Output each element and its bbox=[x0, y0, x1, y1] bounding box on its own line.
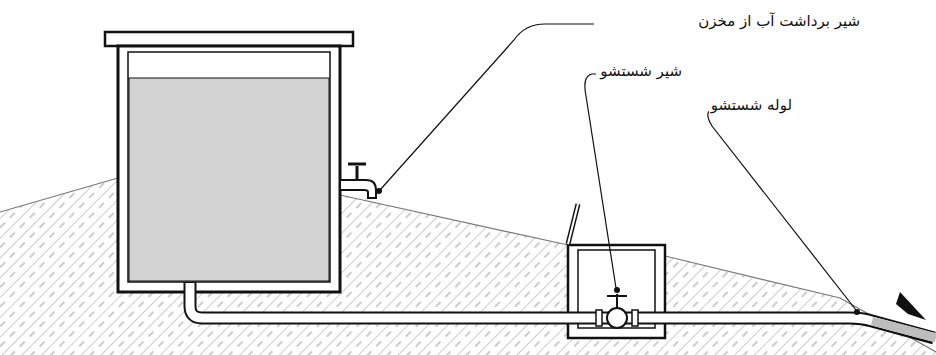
callout-label: شیر شستشو bbox=[598, 62, 684, 82]
leader-dot bbox=[854, 309, 860, 315]
callout-label: لوله شستشو bbox=[709, 96, 794, 116]
pit-lid bbox=[568, 204, 578, 244]
tank-wall bbox=[118, 46, 340, 292]
callout-label: شیر برداشت آب از مخزن bbox=[696, 12, 862, 32]
leader-dot bbox=[376, 188, 382, 194]
faucet-spout bbox=[340, 180, 376, 198]
valve-handle bbox=[607, 295, 627, 297]
pipe-outlet bbox=[872, 321, 936, 338]
water bbox=[129, 78, 329, 281]
flow-arrow bbox=[896, 292, 926, 320]
tank-roof bbox=[105, 32, 353, 46]
tank-inner bbox=[128, 52, 330, 282]
flush-pipe-outline bbox=[190, 282, 934, 338]
valve-flange bbox=[632, 310, 638, 326]
valve-flange bbox=[596, 310, 602, 326]
leader-line bbox=[585, 74, 616, 288]
pit-lid-inner bbox=[568, 204, 578, 244]
valve-body bbox=[607, 308, 627, 328]
flush-pipe bbox=[190, 283, 936, 338]
leader-dot bbox=[614, 287, 620, 293]
leader-line bbox=[380, 24, 594, 190]
leader-line bbox=[708, 108, 856, 310]
faucet-handle bbox=[348, 163, 366, 166]
